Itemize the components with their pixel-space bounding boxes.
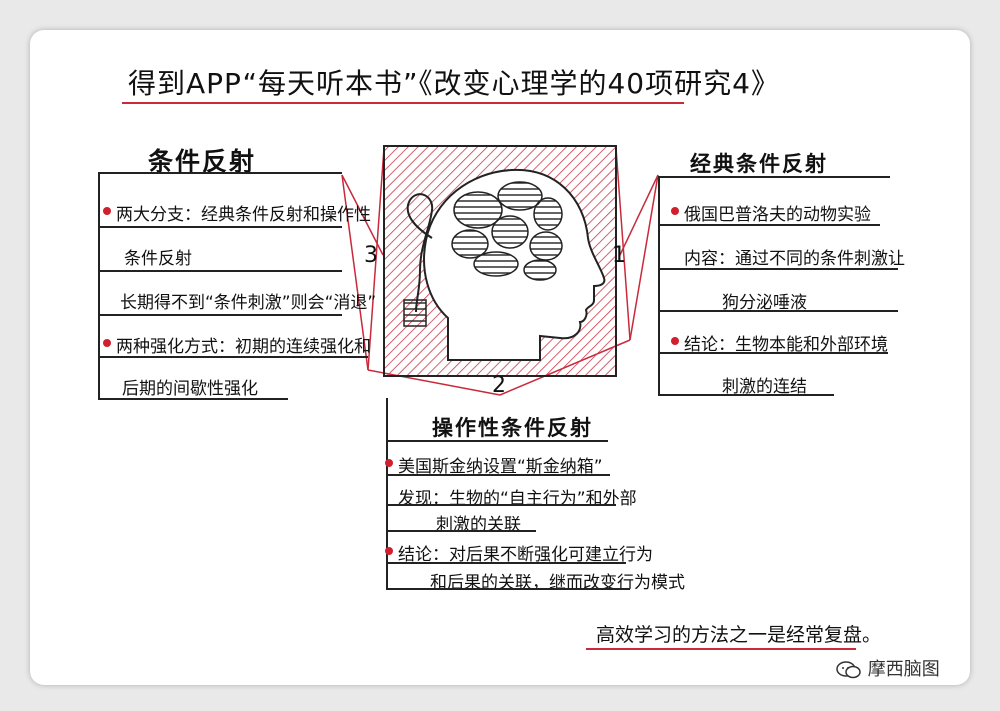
item-underline: [98, 356, 368, 358]
list-item: 狗分泌唾液: [722, 293, 807, 313]
branch-number-right: 1: [612, 243, 626, 268]
branch-left-top-line: [98, 172, 342, 174]
branch-bottom-spine: [386, 398, 388, 588]
item-underline: [386, 562, 626, 564]
item-underline: [98, 314, 342, 316]
list-item: 内容：通过不同的条件刺激让: [684, 249, 905, 269]
plug: [403, 299, 427, 327]
branch-right-top-line: [658, 176, 890, 178]
list-item: 结论：对后果不断强化可建立行为: [385, 540, 653, 565]
branch-number-bottom: 2: [492, 373, 506, 398]
brand-name: 摩西脑图: [867, 659, 940, 680]
ear-cable: [406, 193, 434, 313]
list-item: 后期的间歇性强化: [122, 379, 258, 399]
list-item: 两大分支：经典条件反射和操作性: [103, 200, 371, 225]
list-item: 条件反射: [124, 249, 192, 269]
branch-number-left: 3: [364, 243, 378, 268]
item-underline: [98, 226, 342, 228]
branch-bottom-top-line: [386, 440, 608, 442]
item-underline: [386, 530, 536, 532]
branch-left-spine: [98, 172, 100, 398]
list-item: 刺激的连结: [722, 377, 807, 397]
item-underline: [658, 224, 880, 226]
item-underline: [658, 268, 898, 270]
list-item: 长期得不到“条件刺激”则会“消退”: [120, 293, 377, 313]
item-underline: [658, 394, 834, 396]
list-item: 结论：生物本能和外部环境: [671, 330, 888, 355]
wechat-icon: [836, 661, 861, 679]
footer-note: 高效学习的方法之一是经常复盘。: [596, 624, 882, 646]
branch-title-right: 经典条件反射: [690, 152, 828, 176]
branch-title-left: 条件反射: [148, 147, 257, 176]
item-underline: [98, 398, 288, 400]
title-underline: [122, 102, 684, 104]
list-item: 俄国巴普洛夫的动物实验: [671, 200, 871, 225]
brain-lobes: [451, 181, 563, 281]
brand-watermark: 摩西脑图: [836, 655, 940, 681]
item-underline: [386, 588, 630, 590]
item-underline: [386, 504, 616, 506]
list-item: 美国斯金纳设置“斯金纳箱”: [385, 452, 603, 477]
item-underline: [658, 310, 898, 312]
item-underline: [658, 352, 888, 354]
page-title: 得到APP“每天听本书”《改变心理学的40项研究4》: [128, 67, 780, 100]
item-underline: [98, 270, 342, 272]
footer-underline: [586, 648, 856, 650]
branch-title-bottom: 操作性条件反射: [432, 416, 593, 440]
branch-right-spine: [658, 176, 660, 394]
item-underline: [386, 474, 610, 476]
list-item: 两种强化方式：初期的连续强化和: [103, 332, 371, 357]
